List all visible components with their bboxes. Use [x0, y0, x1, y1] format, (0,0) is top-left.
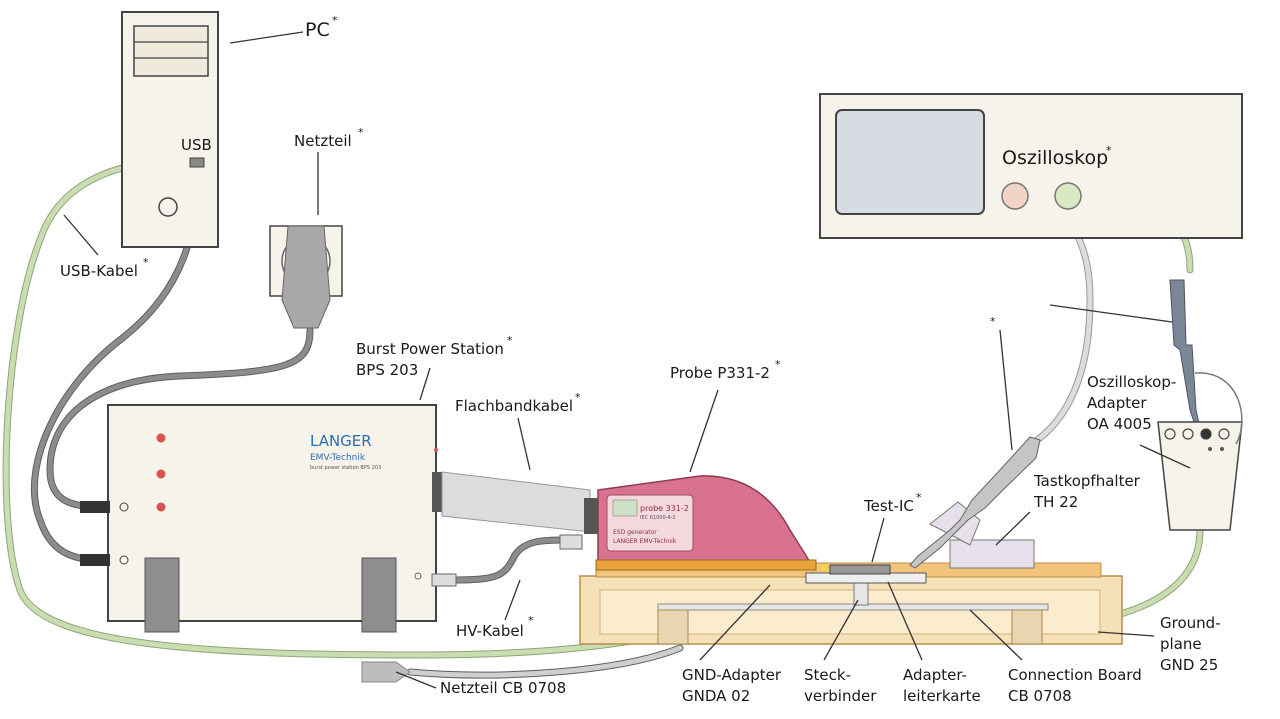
device-foot [144, 557, 180, 633]
probe-asterisk: * [775, 358, 781, 371]
power-plug-icon [80, 501, 110, 513]
tastkopf-label-line2: TH 22 [1033, 493, 1078, 511]
led-indicator [156, 502, 166, 512]
netzteil-label: Netzteil [294, 132, 352, 150]
usb-cable [30, 161, 202, 564]
steck-label-line1: Steck- [804, 666, 851, 684]
tastkopfhalter [909, 436, 1041, 569]
ground-cable-left [2, 156, 664, 659]
bps-label-line1: Burst Power Station [356, 340, 504, 358]
probe-sub1-text: IEC 61000-4-2 [640, 515, 676, 521]
test-ic-label: Test-IC [863, 497, 914, 515]
connection-board-label-line1: Connection Board [1008, 666, 1142, 684]
adapter-label-line1: Adapter- [903, 666, 967, 684]
groundplane-label-line3: GND 25 [1160, 656, 1218, 674]
oscilloscope-screen [835, 109, 985, 215]
adapter-label-line2: leiterkarte [903, 687, 981, 705]
burst-power-station [80, 404, 457, 633]
netzteil-device [269, 225, 343, 329]
netzteil-cb-cable [406, 644, 684, 679]
channel-connector-icon [1054, 182, 1082, 210]
steckverbinder [853, 582, 869, 606]
flachbandkabel-asterisk: * [575, 391, 581, 404]
flachbandkabel [441, 471, 591, 533]
langer-brand: LANGER [310, 432, 372, 450]
pc-label: PC [305, 19, 330, 41]
led-indicator [156, 433, 166, 443]
groundplane-board [579, 562, 1123, 645]
probe-name-text: probe 331-2 [640, 504, 689, 513]
test-ic [829, 564, 891, 575]
osz-adapter-label-line3: OA 4005 [1087, 415, 1152, 433]
power-button-icon [158, 197, 178, 217]
bps-label-line2: BPS 203 [356, 361, 418, 379]
probe-p331 [559, 475, 817, 571]
usb-kabel-label: USB-Kabel [60, 262, 138, 280]
oszilloskop [819, 93, 1243, 239]
netzteil-asterisk: * [358, 126, 364, 139]
hv-kabel [451, 536, 569, 584]
osz-adapter-label-line1: Oszilloskop- [1087, 373, 1176, 391]
groundplane-label-line1: Ground- [1160, 614, 1221, 632]
channel-connector-icon [1001, 182, 1029, 210]
usb-port-icon [189, 157, 205, 168]
device-foot [361, 557, 397, 633]
hv-kabel-label: HV-Kabel [456, 622, 524, 640]
netzteil-cable [46, 326, 314, 511]
oszilloskop-label: Oszilloskop [1002, 147, 1108, 169]
probe-sub2-text: ESD generator [613, 529, 657, 536]
test-ic-asterisk: * [916, 491, 922, 504]
ribbon-connector [432, 472, 442, 512]
usb-plug-icon [80, 554, 110, 566]
pc-asterisk: * [332, 14, 338, 27]
bps-model-text: burst power station BPS 203 [310, 465, 381, 471]
osz-adapter-label-line2: Adapter [1087, 394, 1147, 412]
probe-sub3-text: LANGER EMV-Technik [613, 538, 677, 545]
scope-probe [1169, 279, 1201, 429]
usb-kabel-asterisk: * [143, 256, 149, 269]
hv-connector [431, 573, 457, 587]
netzteil-cb-plug [361, 661, 411, 683]
steck-label-line2: verbinder [804, 687, 877, 705]
connector-icon [119, 555, 129, 565]
pc-tower [121, 11, 219, 248]
gnd-adapter-label-line1: GND-Adapter [682, 666, 782, 684]
gnd-adapter-label-line2: GNDA 02 [682, 687, 750, 705]
hv-kabel-asterisk: * [528, 614, 534, 627]
bps-asterisk: * [507, 334, 513, 347]
usb-label: USB [181, 136, 212, 154]
oszilloskop-adapter [1157, 372, 1243, 531]
connection-board-label-line2: CB 0708 [1008, 687, 1072, 705]
flachbandkabel-label: Flachbandkabel [455, 397, 573, 415]
tastkopf-label-line1: Tastkopfhalter [1033, 472, 1141, 490]
connector-icon [119, 502, 129, 512]
led-indicator [156, 469, 166, 479]
netzteil-cb-label: Netzteil CB 0708 [440, 679, 566, 697]
emv-brand: EMV-Technik [310, 453, 366, 463]
oszilloskop-asterisk: * [1106, 144, 1112, 157]
probe-label: Probe P331-2 [670, 364, 770, 382]
scope-probe-asterisk: * [990, 315, 996, 328]
groundplane-label-line2: plane [1160, 635, 1202, 653]
